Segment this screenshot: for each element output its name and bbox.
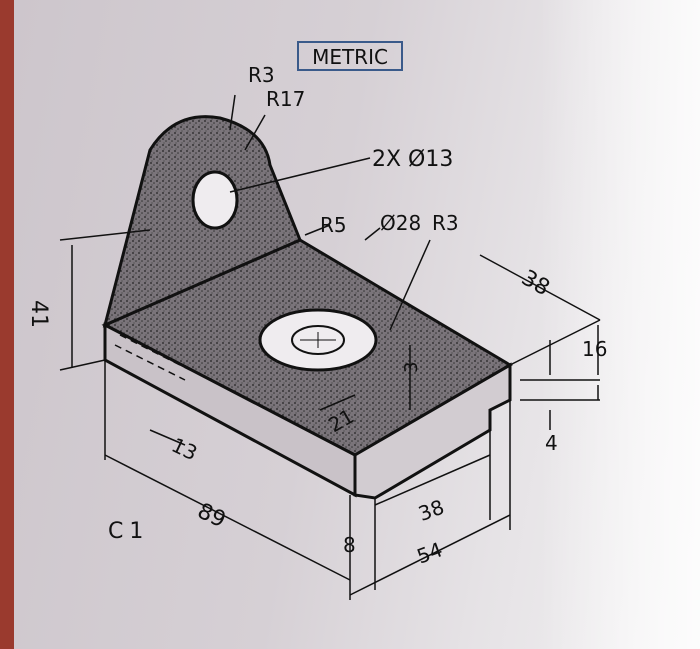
label-hole-callout: 2X Ø13: [372, 147, 453, 172]
dim-89: 89: [193, 499, 229, 533]
label-r17: R17: [266, 87, 305, 111]
dim-8: 8: [343, 533, 356, 557]
dim-38-bottom: 38: [415, 495, 447, 526]
units-box: [297, 41, 403, 71]
units-label: METRIC: [312, 45, 388, 69]
dimension-lines: [59, 94, 601, 600]
lug-hole: [191, 170, 239, 230]
label-r3-right: R3: [432, 211, 459, 235]
dim-41: 41: [26, 300, 51, 328]
dim-4: 4: [545, 431, 558, 455]
dim-54: 54: [414, 537, 446, 568]
dim-3: 3: [401, 362, 422, 373]
dim-16: 16: [582, 337, 607, 361]
base-right-face: [353, 362, 512, 500]
figure-label: C1: [108, 519, 149, 544]
dim-38-depth: 38: [517, 266, 554, 302]
label-r3-top: R3: [248, 63, 275, 87]
label-r5: R5: [320, 213, 347, 237]
dim-13: 13: [168, 433, 201, 466]
label-counterbore: Ø28: [380, 211, 421, 235]
background-frame: [0, 0, 18, 649]
light-glare: [540, 0, 700, 649]
